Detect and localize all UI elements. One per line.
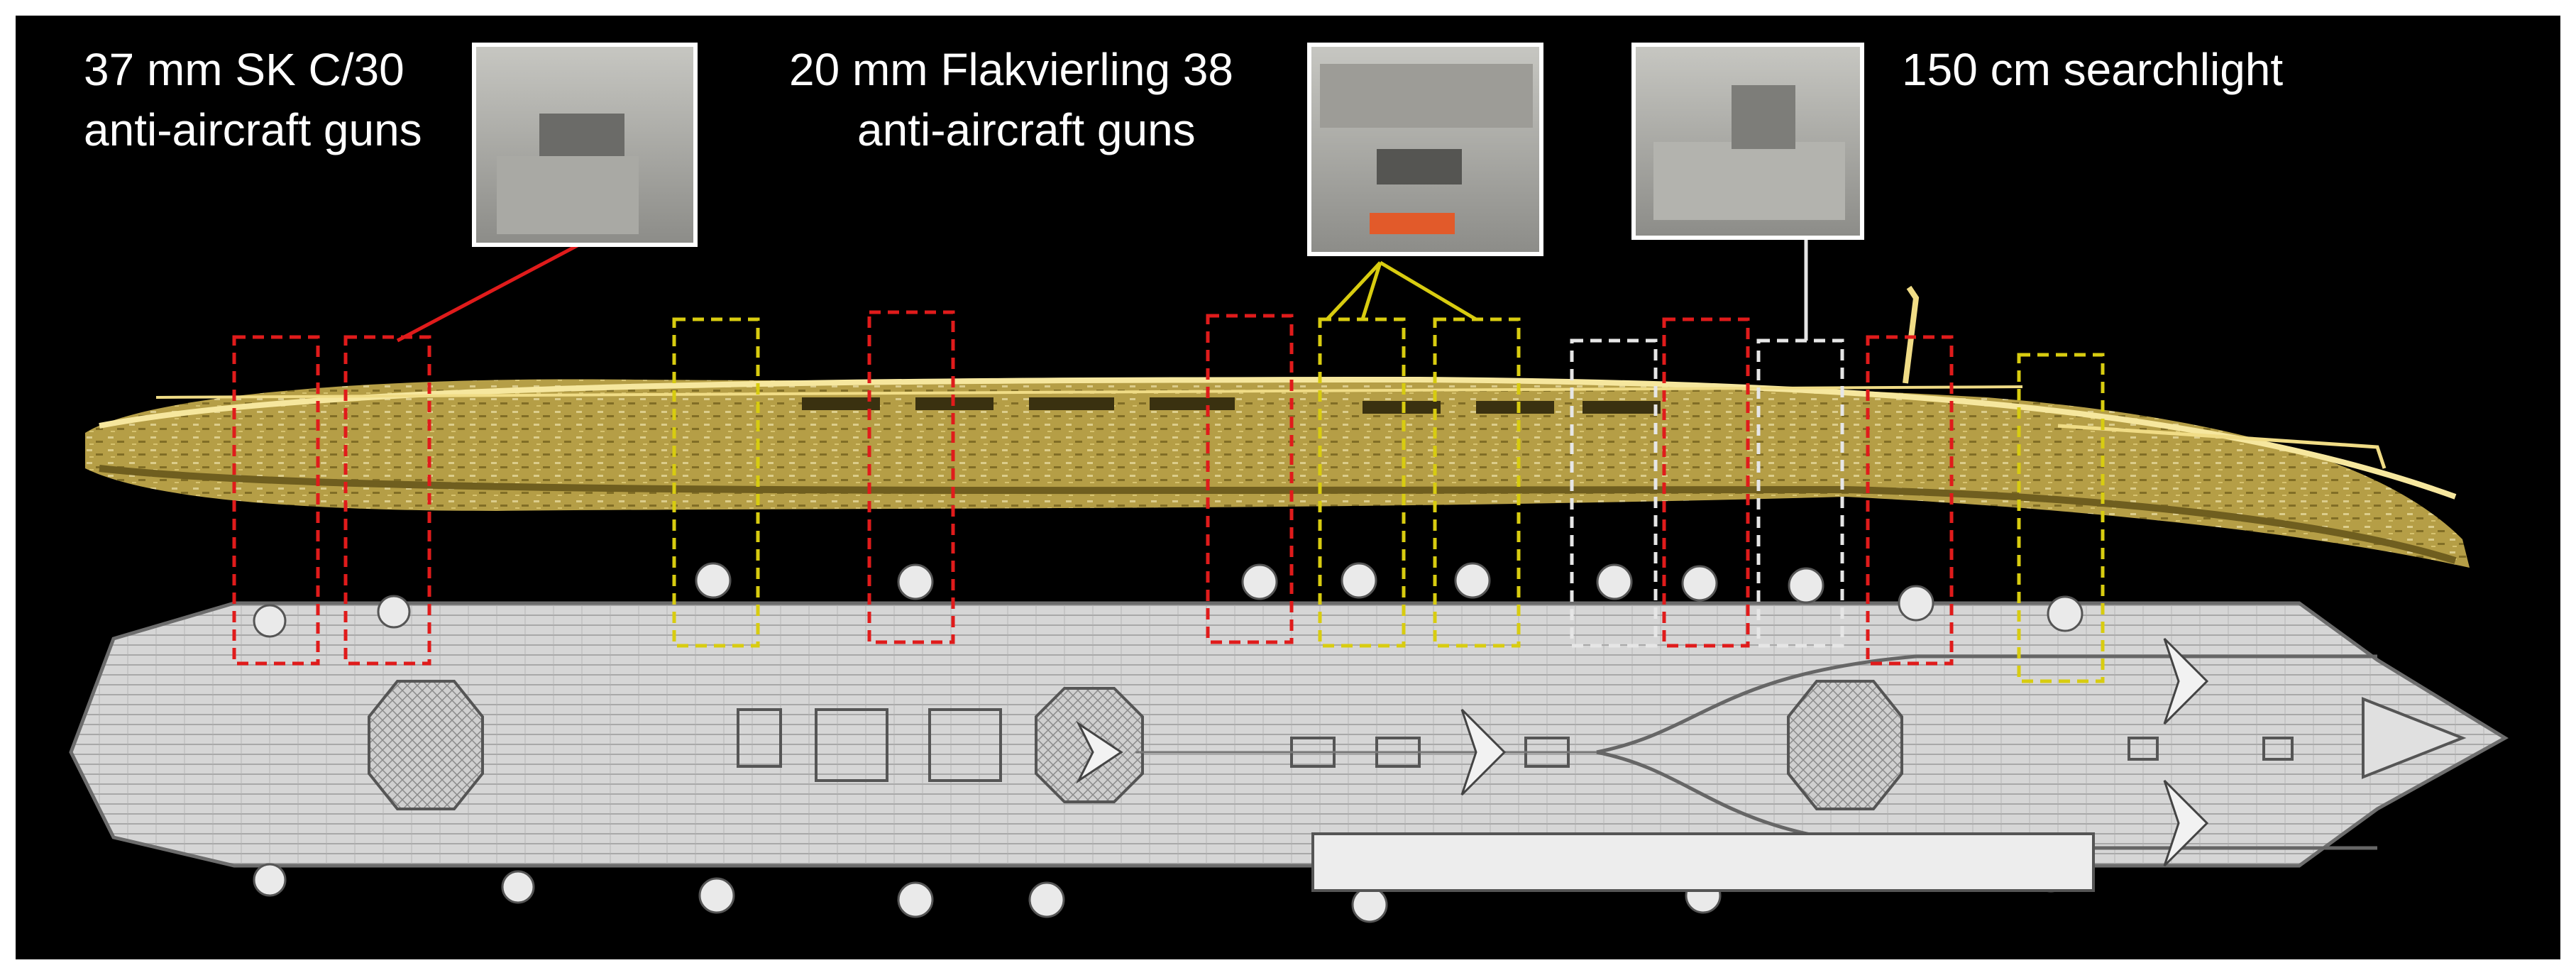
marker-20mm-3 xyxy=(1433,317,1521,648)
leader-line-20mm-b xyxy=(1379,260,1477,321)
marker-37mm-1 xyxy=(232,335,320,666)
inset-20mm-deck-edge xyxy=(1320,64,1533,128)
blueprint-island xyxy=(1311,832,2095,892)
blueprint-gun-tubs-top xyxy=(253,562,2084,638)
label-37mm-line1: 37 mm SK C/30 xyxy=(84,44,404,95)
markers-20mm xyxy=(672,317,2105,683)
blueprint-bow xyxy=(2362,697,2467,779)
wreck-scan xyxy=(85,285,2470,568)
inset-37mm-gun xyxy=(539,114,624,156)
inset-37mm-gun-mount xyxy=(497,156,639,234)
inset-searchlight xyxy=(1631,43,1864,341)
leader-line-20mm-c xyxy=(1326,261,1382,321)
blueprint-aircraft xyxy=(1076,637,2209,867)
wreck-scan-railing xyxy=(155,385,2023,399)
marker-20mm-2 xyxy=(1318,317,1406,648)
label-20mm-line2: anti-aircraft guns xyxy=(857,104,1196,155)
label-20mm-line1: 20 mm Flakvierling 38 xyxy=(789,44,1233,95)
markers-searchlight xyxy=(1570,338,1844,648)
marker-searchlight-1 xyxy=(1570,338,1658,648)
wreck-scan-mast xyxy=(1903,285,1920,384)
marker-37mm-6 xyxy=(1866,335,1954,666)
marker-20mm-1 xyxy=(672,317,760,648)
blueprint-fwd-elevator xyxy=(1787,680,1903,810)
leader-line-37mm xyxy=(396,239,587,343)
label-37mm-line2: anti-aircraft guns xyxy=(84,104,422,155)
wreck-scan-stern-railing xyxy=(2057,424,2387,469)
inset-searchlight-deck xyxy=(1653,142,1845,220)
markers-37mm xyxy=(232,310,1954,666)
marker-37mm-2 xyxy=(343,335,431,666)
wreck-scan-lower-edge xyxy=(99,465,2457,564)
inset-20mm-lifeboat xyxy=(1370,213,1455,234)
blueprint-hatches xyxy=(737,708,2294,782)
wreck-scan-openings xyxy=(802,397,1661,414)
marker-searchlight-2 xyxy=(1756,338,1844,648)
inset-searchlight-lamp xyxy=(1732,85,1795,149)
blueprint-aft-elevator xyxy=(368,680,484,810)
label-searchlight: 150 cm searchlight xyxy=(1902,44,2283,95)
marker-37mm-4 xyxy=(1206,314,1294,644)
wreck-scan-hull xyxy=(85,379,2470,568)
marker-37mm-5 xyxy=(1662,317,1750,648)
inset-20mm-gun xyxy=(1377,149,1462,184)
marker-37mm-3 xyxy=(867,310,955,644)
marker-20mm-4 xyxy=(2017,353,2105,683)
carrier-blueprint xyxy=(69,562,2509,923)
inset-20mm xyxy=(1307,43,1543,321)
leader-line-20mm-a xyxy=(1360,262,1382,320)
blueprint-hull-outline xyxy=(69,601,2509,868)
inset-37mm xyxy=(396,43,698,343)
